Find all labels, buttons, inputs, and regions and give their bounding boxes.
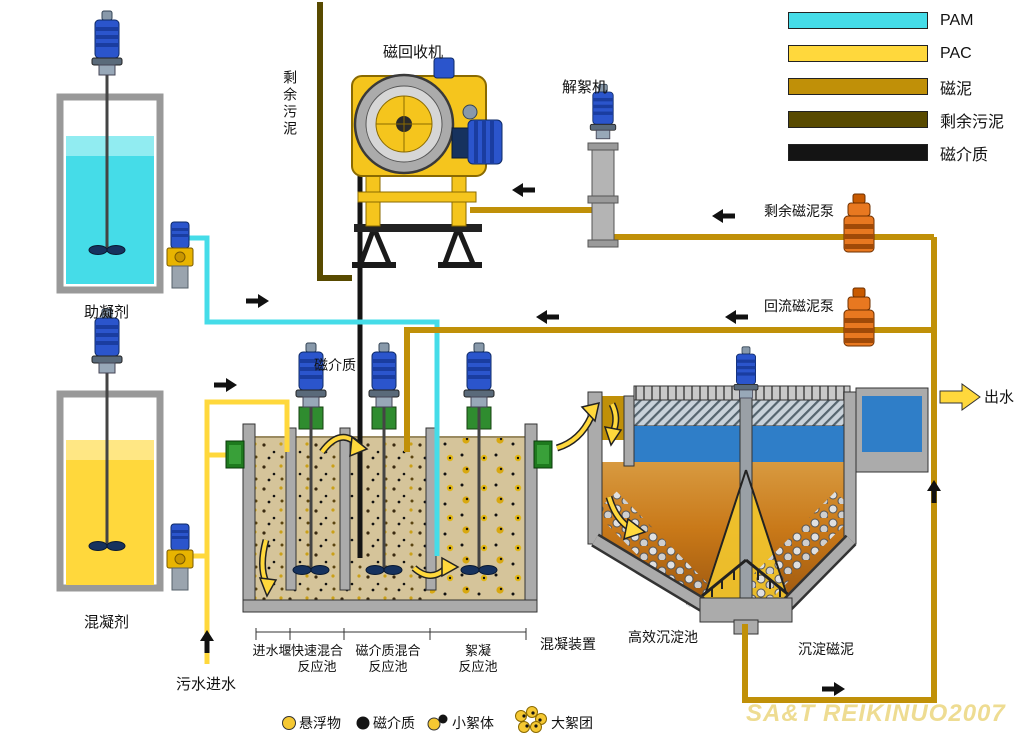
- magnetic-mud-pipe: [404, 207, 937, 703]
- particle-magnetic-media-label: 磁介质: [373, 715, 415, 731]
- rapid-mix-label: 快速混合: [290, 643, 343, 658]
- flocculation-label: 絮凝: [464, 643, 491, 658]
- legend-row: PAC: [788, 45, 1004, 62]
- large-floc-icon: [515, 706, 547, 733]
- pac-solution: [66, 440, 154, 585]
- effluent-label: 出水: [984, 389, 1015, 406]
- magnetic-media-feed-label: 磁介质: [314, 357, 356, 373]
- effluent-arrow: [939, 383, 981, 411]
- media-mix-label-2: 反应池: [368, 659, 408, 674]
- coagulant-tank-label: 混凝剂: [84, 614, 130, 631]
- sedimentation-tank-graphic: [587, 385, 929, 635]
- compartment-bracket: [255, 628, 527, 640]
- reaction-tank-graphic: [242, 406, 538, 613]
- legend-label-magnetic-mud: 磁泥: [940, 80, 973, 98]
- legend-swatch-pam: [788, 12, 928, 29]
- coagulation-unit-label: 混凝装置: [540, 636, 596, 652]
- coagulant-aid-tank-graphic: [56, 93, 164, 294]
- legend-label-pac: PAC: [940, 44, 972, 62]
- legend-row: 磁泥: [788, 78, 1004, 98]
- excess-sludge-label: 剩余污泥: [282, 70, 299, 138]
- deflocculator-graphic: [587, 83, 619, 248]
- excess-sludge-pipe: [317, 2, 352, 281]
- excess-mud-pump-graphic: [843, 193, 875, 253]
- excess-mud-pump-label: 剩余磁泥泵: [764, 203, 834, 219]
- sewage-inlet-label: 污水进水: [176, 676, 237, 693]
- flocculation-label-2: 反应池: [458, 659, 498, 674]
- legend-label-magnetic-media: 磁介质: [940, 146, 989, 164]
- water-flow-arrows: [258, 383, 981, 598]
- coagulant-aid-tank-label: 助凝剂: [84, 304, 130, 321]
- tank-flanges: [225, 440, 553, 469]
- scraper-column: [739, 395, 753, 603]
- return-mud-pump-label: 回流磁泥泵: [764, 298, 834, 314]
- deflocculator-label: 解絮机: [562, 79, 608, 96]
- pam-metering-pump: [166, 221, 194, 289]
- rapid-mix-label-2: 反应池: [297, 659, 337, 674]
- magnetic-media-icon: [356, 716, 370, 730]
- watermark: SA&T REIKINUO2007: [746, 700, 1006, 727]
- small-floc-label: 小絮体: [452, 715, 494, 731]
- suspended-solids-label: 悬浮物: [299, 715, 341, 731]
- legend-row: 剩余污泥: [788, 111, 1004, 131]
- sedimentation-tank-label: 高效沉淀池: [628, 629, 698, 645]
- legend-swatch-excess-sludge: [788, 111, 928, 128]
- legend-swatch-pac: [788, 45, 928, 62]
- suspended-solids-icon: [282, 716, 296, 730]
- large-floc-label: 大絮团: [551, 715, 593, 731]
- legend-row: PAM: [788, 12, 1004, 29]
- pam-pipe: [180, 235, 440, 556]
- coagulant-tank-graphic: [56, 390, 164, 592]
- settled-mud-label: 沉淀磁泥: [798, 641, 854, 657]
- legend-swatch-magnetic-media: [788, 144, 928, 161]
- mixers: [88, 10, 759, 575]
- magnetic-recovery-machine-graphic: [351, 57, 503, 268]
- legend-swatch-magnetic-mud: [788, 78, 928, 95]
- small-floc-icon: [427, 714, 448, 731]
- legend-label-pam: PAM: [940, 11, 974, 29]
- legend-label-excess-sludge: 剩余污泥: [940, 113, 1005, 131]
- pam-solution: [66, 136, 154, 284]
- media-mix-label: 磁介质混合: [355, 643, 421, 658]
- inlet-weir-label: 进水堰: [252, 643, 292, 658]
- pac-metering-pump: [166, 523, 194, 591]
- magnetic-recovery-machine-label: 磁回收机: [383, 44, 444, 61]
- legend-row: 磁介质: [788, 144, 1004, 164]
- legend: PAM PAC 磁泥 剩余污泥 磁介质: [788, 12, 1004, 177]
- particle-legend-icons: [282, 706, 547, 733]
- return-mud-pump-graphic: [843, 287, 875, 347]
